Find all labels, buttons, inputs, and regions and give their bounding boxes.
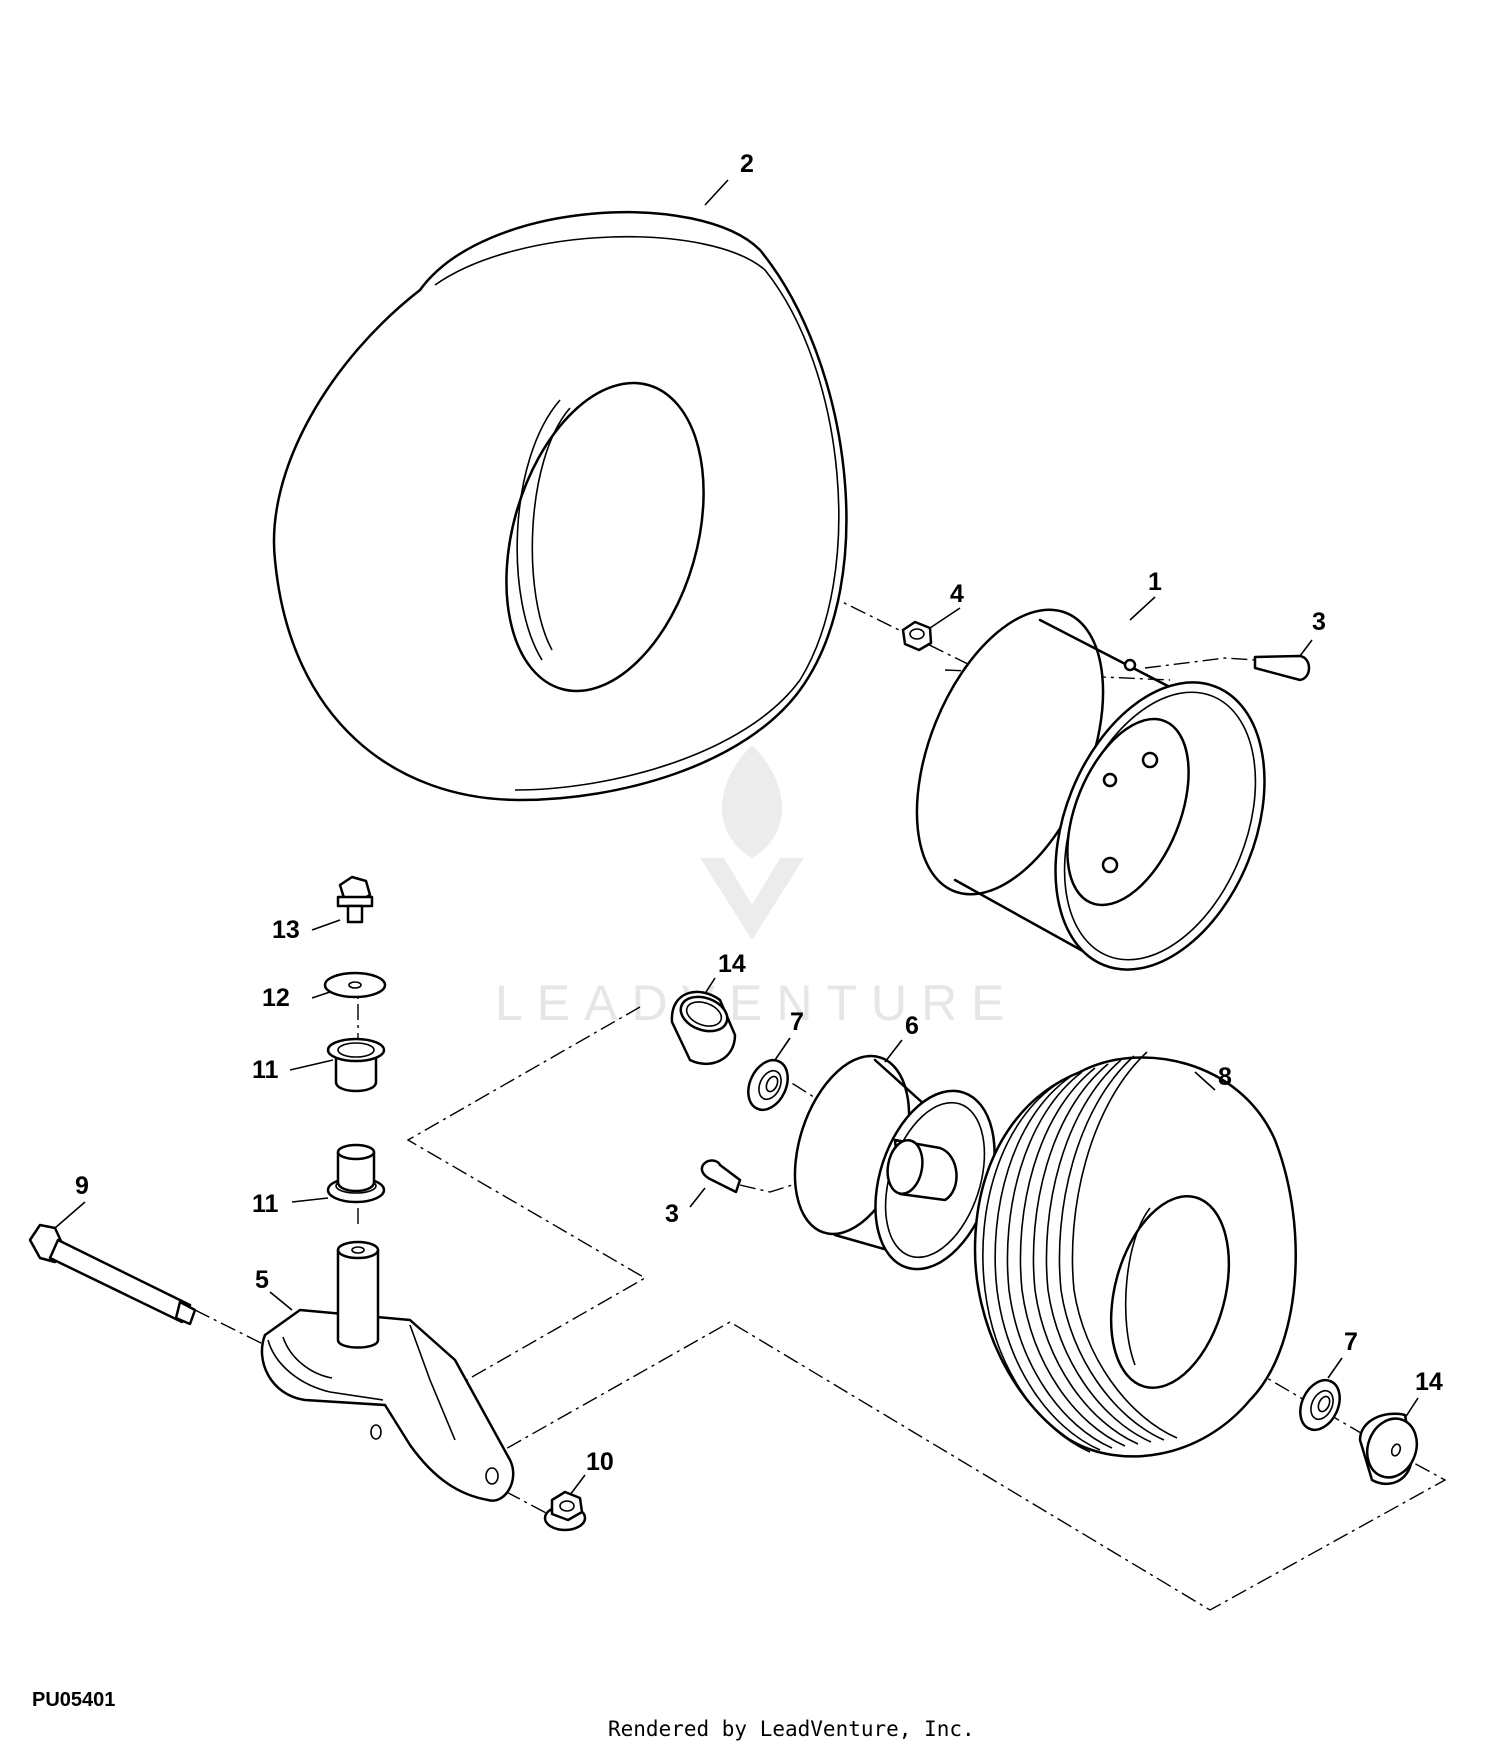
callout-3-lower: 3 [665, 1200, 679, 1228]
part-10-flange-nut [543, 1490, 587, 1532]
part-7-bearing-upper [747, 1058, 789, 1112]
part-13-bolt [336, 875, 374, 924]
callout-4: 4 [950, 580, 964, 608]
footer-credit: Rendered by LeadVenture, Inc. [608, 1717, 975, 1741]
callout-2: 2 [740, 150, 754, 178]
callout-1: 1 [1148, 568, 1162, 596]
callout-11-upper: 11 [252, 1056, 279, 1084]
part-11-bushing-lower [326, 1143, 386, 1204]
leader-lines [54, 179, 1419, 1496]
part-3-valve-stem-small [700, 1159, 742, 1194]
part-3-valve-stem-large [1253, 654, 1311, 682]
callout-10: 10 [586, 1448, 614, 1476]
part-11-bushing-upper [326, 1037, 386, 1093]
part-5-caster-fork [260, 1240, 515, 1502]
callouts: 2 1 4 3 13 12 11 11 9 5 10 14 7 6 8 3 7 … [75, 150, 1443, 1476]
callout-9: 9 [75, 1172, 89, 1200]
part-7-bearing-lower [1299, 1378, 1341, 1432]
part-14-spacer-upper [670, 990, 737, 1066]
flame-logo-icon [700, 745, 804, 940]
callout-13: 13 [272, 916, 300, 944]
callout-14-lower: 14 [1415, 1368, 1443, 1396]
part-2-large-tire [272, 210, 848, 802]
callout-7-upper: 7 [790, 1008, 804, 1036]
part-4-nut [901, 620, 933, 652]
part-1-large-rim [915, 608, 1266, 971]
watermark-text: LEADVENTURE [495, 975, 1019, 1031]
callout-6: 6 [905, 1012, 919, 1040]
callout-8: 8 [1218, 1063, 1232, 1091]
figure-code: PU05401 [32, 1689, 115, 1711]
callout-14-upper: 14 [718, 950, 746, 978]
part-6-small-rim [793, 1054, 996, 1271]
callout-12: 12 [262, 984, 290, 1012]
part-9-long-bolt [28, 1223, 197, 1326]
callout-5: 5 [255, 1266, 269, 1294]
watermark: LEADVENTURE [495, 745, 1019, 1031]
callout-7-lower: 7 [1344, 1328, 1358, 1356]
callout-11-lower: 11 [252, 1190, 279, 1218]
callout-3-upper: 3 [1312, 608, 1326, 636]
part-12-washer [323, 971, 387, 999]
part-8-ribbed-tire [973, 1051, 1297, 1458]
part-14-spacer-lower [1358, 1412, 1419, 1486]
